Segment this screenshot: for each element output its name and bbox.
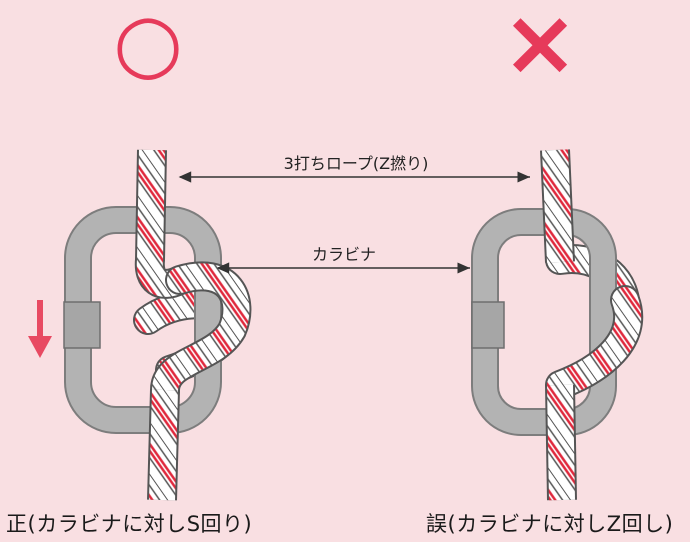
carabiner-label: カラビナ (312, 245, 376, 264)
down-arrow-icon (28, 300, 52, 358)
wrong-mark-icon: × (501, 0, 578, 96)
carabiner-label-group: カラビナ (216, 243, 470, 274)
correct-mark-icon: ○ (113, 0, 183, 89)
rope-label: 3打ちロープ(Z撚り) (284, 154, 429, 173)
right-illustration (471, 149, 644, 501)
left-carabiner-sleeve (63, 301, 101, 349)
caption-wrong: 誤(カラビナに対しZ回し) (426, 512, 674, 536)
rope-label-group: 3打ちロープ(Z撚り) (178, 152, 530, 183)
caption-correct: 正(カラビナに対しS回り) (6, 512, 253, 536)
right-carabiner-sleeve (471, 301, 505, 349)
left-illustration (28, 149, 252, 501)
